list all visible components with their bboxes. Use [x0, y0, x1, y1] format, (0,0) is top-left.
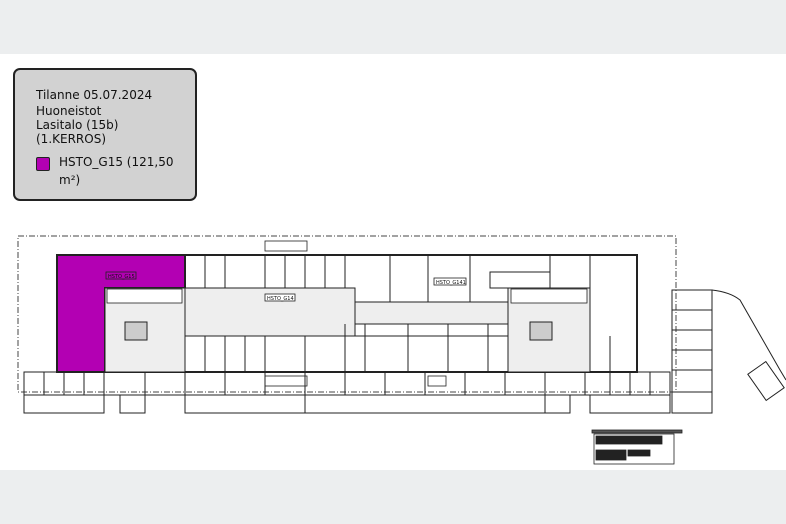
- north-rooms: [204, 255, 551, 303]
- legend-item-label: HSTO_G15 (121,50 m²): [59, 155, 174, 187]
- legend-category: Huoneistot: [36, 104, 102, 118]
- room-label-hsto-g15: HSTO_G15: [108, 274, 135, 280]
- top-toolbar-area: [0, 0, 786, 54]
- room-label-hsto-g14: HSTO_G14: [267, 296, 294, 302]
- status-date: Tilanne 05.07.2024: [36, 88, 153, 102]
- elevator-shafts: [106, 240, 588, 387]
- south-rooms: [185, 324, 611, 372]
- room-label-hsto-g141: HSTO_G141: [436, 280, 466, 286]
- legend-swatch: [36, 157, 50, 171]
- legend-building: Lasitalo (15b): [36, 118, 119, 132]
- bottom-area: [0, 470, 786, 524]
- legend-floor: (1.KERROS): [36, 132, 107, 146]
- stair-west: [124, 321, 148, 341]
- east-annex: [671, 289, 786, 414]
- legend-panel: Tilanne 05.07.2024 Huoneistot Lasitalo (…: [13, 68, 197, 201]
- drawing-title-block: [591, 429, 683, 465]
- legend-item-hsto-g15[interactable]: HSTO_G15 (121,50 m²): [36, 155, 195, 189]
- stair-east: [529, 321, 553, 341]
- storage-units: [23, 394, 671, 414]
